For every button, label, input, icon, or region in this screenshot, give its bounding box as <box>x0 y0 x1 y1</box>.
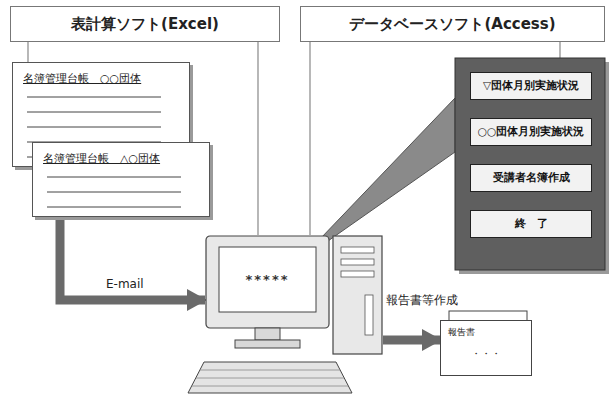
flow-arrow <box>383 336 440 345</box>
arrow-label: 報告書等作成 <box>384 292 460 309</box>
computer-outline <box>205 235 383 355</box>
node-label: データベースソフト(Access) <box>349 15 555 34</box>
node-label: ▽団体月別実施状況 <box>483 79 579 93</box>
node-label: 終 了 <box>515 217 548 231</box>
menu-button: ○○団体月別実施状況 <box>470 118 592 146</box>
keyboard-keys <box>192 370 348 386</box>
node-label: ***** <box>219 247 316 312</box>
link-line <box>27 42 28 62</box>
menu-button: 終 了 <box>470 210 592 238</box>
register-sheet: 名簿管理台帳 △○団体 <box>32 142 210 217</box>
menu-button: ▽団体月別実施状況 <box>470 72 592 100</box>
menu-panel <box>455 58 605 270</box>
node-label: ○○団体月別実施状況 <box>478 125 584 139</box>
menu-button: 受講者名簿作成 <box>470 164 592 192</box>
computer: ***** <box>205 235 383 355</box>
node-label: 受講者名簿作成 <box>493 171 570 185</box>
keyboard <box>188 362 352 393</box>
node-label: 報告書 <box>448 326 475 339</box>
node-label: 名簿管理台帳 △○団体 <box>43 151 160 166</box>
software-header: 表計算ソフト(Excel) <box>10 6 280 42</box>
node-label: 名簿管理台帳 ○○団体 <box>23 71 141 86</box>
software-header: データベースソフト(Access) <box>300 6 605 42</box>
arrow-label: E-mail <box>104 277 146 291</box>
report-sheet: 報告書・・・ <box>440 320 532 376</box>
link-line <box>257 42 258 235</box>
node-label: 表計算ソフト(Excel) <box>71 15 219 34</box>
link-line <box>309 42 310 235</box>
node-body: ・・・ <box>441 347 531 361</box>
flow-arrow <box>60 217 205 300</box>
